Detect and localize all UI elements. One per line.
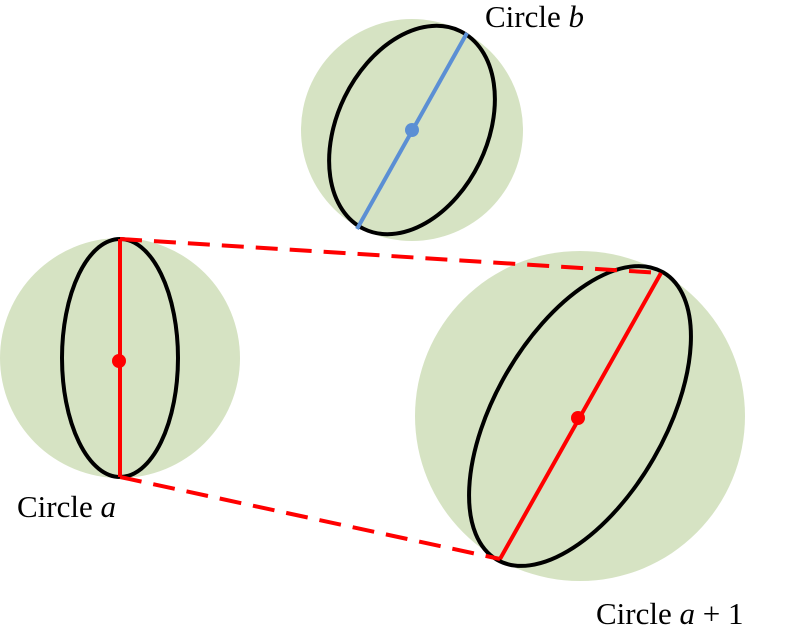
circle-b-label: Circle b [485, 0, 584, 34]
circle-a-group [0, 237, 240, 479]
circle-b-group [301, 19, 523, 241]
dashed-connector-top [119, 237, 662, 275]
circle-a1-label: Circle a + 1 [596, 596, 743, 631]
circle-a1-label-prefix: Circle [596, 596, 680, 631]
circle-a-label: Circle a [17, 489, 116, 524]
circle-b-ellipse [327, 23, 497, 237]
circle-a-label-prefix: Circle [17, 489, 101, 524]
circle-b-label-prefix: Circle [485, 0, 569, 34]
circle-a-label-var: a [101, 489, 117, 524]
dashed-connector-bottom [119, 475, 501, 561]
circle-a1-label-suffix: + 1 [695, 596, 743, 631]
circle-b-center-dot [405, 123, 419, 137]
circle-a1-center-dot [571, 411, 585, 425]
circle-a1-label-var: a [680, 596, 696, 631]
circle-b-label-var: b [569, 0, 585, 34]
circle-a-center-dot [112, 354, 126, 368]
circle-a1-group [415, 251, 745, 581]
